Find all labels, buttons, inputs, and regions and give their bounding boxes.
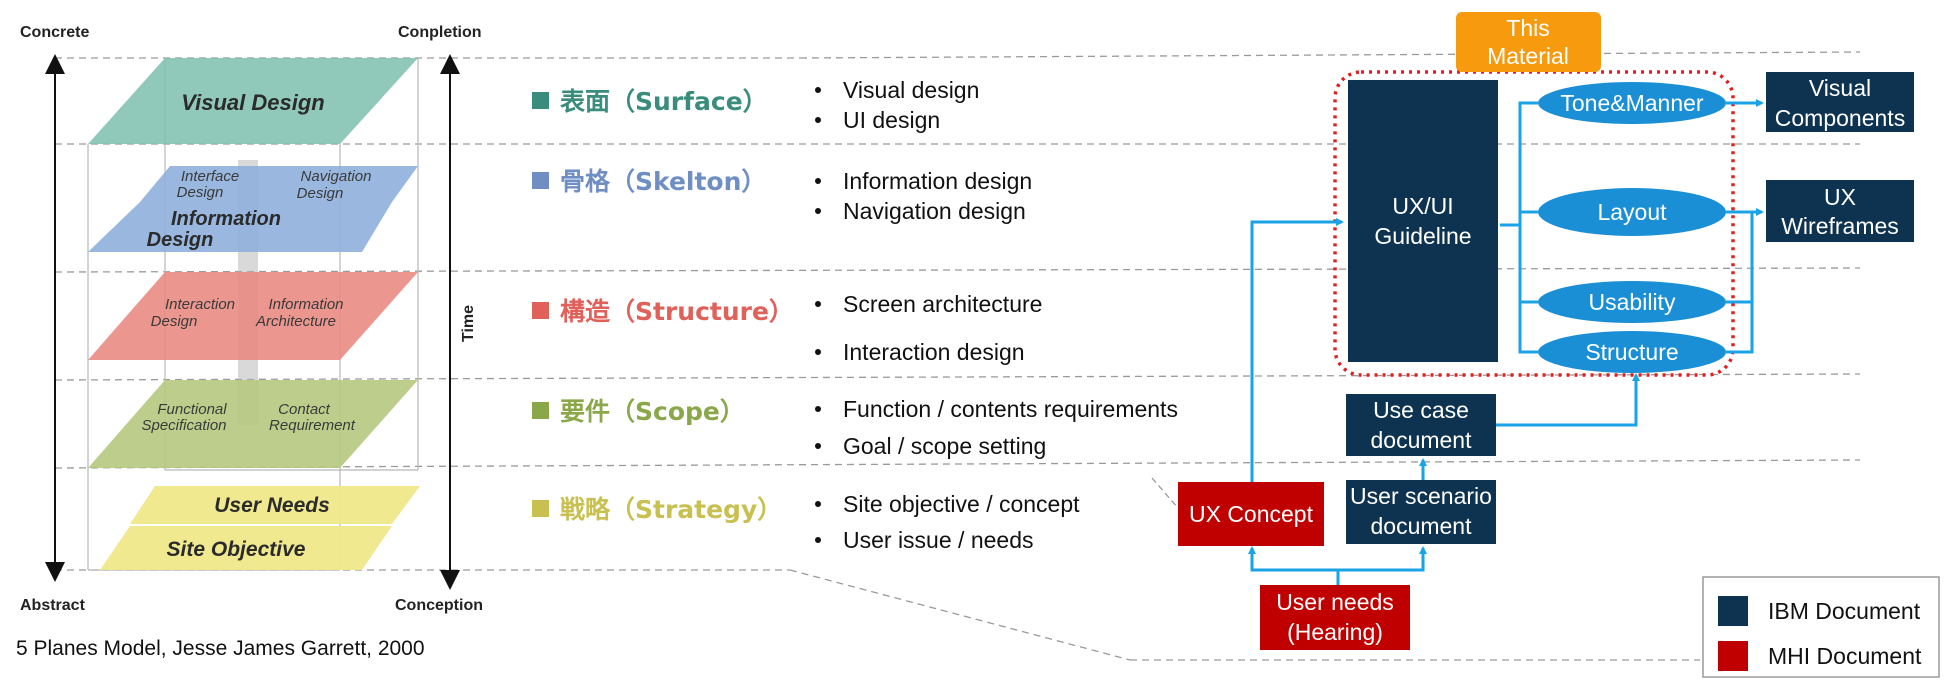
structure-node (1538, 331, 1726, 373)
layer-structure-name: 構造（Structure） (560, 297, 794, 326)
skeleton-plane-upper (140, 166, 418, 202)
this-material-line1: This (1506, 15, 1549, 41)
legend: IBM Document MHI Document (1702, 576, 1940, 678)
layer-scope-bullet: Function / contents requirements (843, 396, 1178, 422)
flow-connectors (1248, 99, 1764, 585)
layer-structure-bullet: Interaction design (843, 339, 1025, 365)
structure-interaction-a: Interaction (165, 296, 235, 313)
ux-concept-label: UX Concept (1189, 501, 1314, 527)
axis-conception: Conception (395, 597, 483, 614)
visual-components-box (1766, 72, 1914, 132)
user-scenario-document-box (1346, 480, 1496, 544)
strategy-plane-lower (100, 526, 392, 570)
usability-label: Usability (1589, 289, 1676, 315)
axis-concrete: Concrete (20, 24, 89, 41)
axis-completion: Conpletion (398, 24, 482, 41)
structure-information-b: Architecture (255, 313, 336, 330)
use-case-document-box (1346, 394, 1496, 456)
use-case-line2: document (1370, 427, 1472, 453)
use-case-line1: Use case (1373, 397, 1469, 423)
legend-ibm-label: IBM Document (1768, 598, 1921, 624)
user-scenario-line2: document (1370, 513, 1472, 539)
layer-scope-name: 要件（Scope） (560, 397, 745, 426)
usability-node (1538, 281, 1726, 323)
layer-strategy-bullet: Site objective / concept (843, 491, 1080, 517)
ux-wireframes-box (1766, 180, 1914, 242)
layout-label: Layout (1597, 199, 1667, 225)
layer-surface-bullet: UI design (843, 107, 940, 133)
layer-scope-marker (532, 402, 549, 419)
layer-scope-bullet: Goal / scope setting (843, 433, 1046, 459)
layer-surface-name: 表面（Surface） (560, 87, 768, 116)
structure-label: Structure (1585, 339, 1678, 365)
tone-manner-node (1538, 82, 1726, 124)
layer-structure-marker (532, 302, 549, 319)
layer-skeleton-marker (532, 172, 549, 189)
structure-interaction-b: Design (151, 313, 198, 330)
tone-manner-label: Tone&Manner (1560, 90, 1704, 116)
axis-time: Time (460, 305, 477, 342)
scope-contact-a: Contact (278, 401, 331, 418)
layer-surface-marker (532, 92, 549, 109)
ux-wireframes-line2: Wireframes (1781, 213, 1899, 239)
layer-strategy-name: 戦略（Strategy） (560, 495, 782, 524)
strategy-user-needs: User Needs (214, 494, 330, 517)
flow-diagram: This Material UX/UI Guideline Tone&Manne… (1151, 12, 1914, 650)
layer-surface-bullet: Visual design (843, 77, 979, 103)
skeleton-navigation-a: Navigation (301, 168, 372, 185)
visual-components-line2: Components (1775, 105, 1905, 131)
skeleton-navigation-b: Design (297, 185, 344, 202)
skeleton-information-b: Design (147, 229, 214, 251)
layer-list: 表面（Surface） Visual design UI design 骨格（S… (532, 77, 1178, 553)
scope-functional-b: Specification (141, 417, 226, 434)
surface-plane-label: Visual Design (181, 90, 324, 115)
strategy-plane-upper (130, 486, 420, 524)
layer-skeleton-bullet: Navigation design (843, 198, 1026, 224)
skeleton-interface-b: Design (177, 184, 224, 201)
user-needs-line1: User needs (1276, 589, 1394, 615)
model-caption: 5 Planes Model, Jesse James Garrett, 200… (16, 637, 425, 660)
legend-mhi-swatch (1718, 641, 1748, 671)
skeleton-information-a: Information (171, 208, 281, 230)
layer-skeleton-name: 骨格（Skelton） (560, 167, 766, 196)
visual-components-line1: Visual (1809, 75, 1871, 101)
layer-structure-bullet: Screen architecture (843, 291, 1042, 317)
guideline-line1: UX/UI (1392, 193, 1453, 219)
planes-model: Visual Design Interface Design Navigatio… (16, 24, 483, 660)
user-needs-box (1260, 585, 1410, 650)
scope-contact-b: Requirement (269, 417, 356, 434)
strategy-site-objective: Site Objective (167, 538, 306, 561)
legend-mhi-label: MHI Document (1768, 643, 1922, 669)
layer-skeleton-bullet: Information design (843, 168, 1032, 194)
structure-plane (88, 272, 418, 360)
structure-information-a: Information (268, 296, 343, 313)
skeleton-plane-lower (88, 202, 392, 252)
layer-strategy-marker (532, 500, 549, 517)
legend-ibm-swatch (1718, 596, 1748, 626)
ux-wireframes-line1: UX (1824, 184, 1856, 210)
ux-concept-box (1178, 482, 1324, 546)
user-scenario-line1: User scenario (1350, 483, 1492, 509)
layout-node (1538, 188, 1726, 236)
ux-ui-guideline-box (1348, 80, 1498, 362)
surface-plane (88, 58, 418, 144)
guideline-line2: Guideline (1374, 223, 1471, 249)
skeleton-interface-a: Interface (181, 168, 239, 185)
scope-functional-a: Functional (157, 401, 227, 418)
this-material-line2: Material (1487, 43, 1569, 69)
scope-plane (88, 380, 418, 468)
layer-strategy-bullet: User issue / needs (843, 527, 1033, 553)
this-material-boundary (1333, 70, 1735, 377)
this-material-tag (1456, 12, 1601, 72)
user-needs-line2: (Hearing) (1287, 619, 1383, 645)
axis-abstract: Abstract (20, 597, 86, 614)
